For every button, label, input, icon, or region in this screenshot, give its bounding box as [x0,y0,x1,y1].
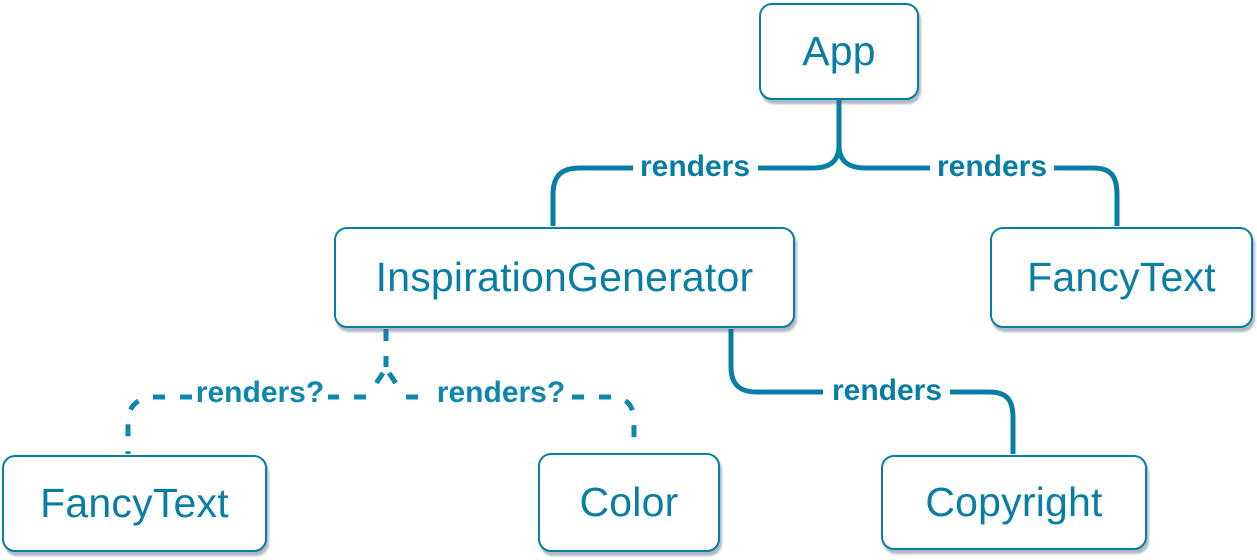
edge-conditional-fork-right [386,371,404,393]
edge-app-to-inspirationgenerator-left-part [550,165,633,226]
edge-inspirationgenerator-to-fancytext-left-part [125,394,192,454]
edge-app-to-inspirationgenerator-right-part [758,100,842,171]
node-copyright-label: Copyright [925,479,1103,525]
node-fancy-text-top-label: FancyText [1027,254,1216,300]
edge-label-inspirationgenerator-fancytext: renders? [195,376,325,409]
node-app-label: App [802,28,876,74]
edge-label-inspirationgenerator-copyright: renders [831,374,943,407]
node-fancy-text-top: FancyText [990,227,1253,328]
edge-label-app-inspirationgenerator: renders [639,150,751,183]
node-fancy-text-bottom-label: FancyText [40,480,229,526]
edge-app-to-fancytext-left-part [836,144,930,171]
edge-inspirationgenerator-to-copyright-left-part [728,329,823,395]
node-color-label: Color [579,479,679,525]
edge-label-app-fancytext: renders [936,150,1048,183]
node-inspiration-generator: InspirationGenerator [334,227,795,328]
node-app: App [759,3,919,100]
node-inspiration-generator-label: InspirationGenerator [375,254,754,300]
edge-inspirationgenerator-to-color-right-part [572,394,637,452]
node-copyright: Copyright [881,455,1147,550]
edge-inspirationgenerator-to-copyright-right-part [950,389,1016,454]
edge-app-to-fancytext-right-part [1054,165,1120,226]
node-color: Color [538,453,720,552]
edge-label-inspirationgenerator-color: renders? [436,376,566,409]
node-fancy-text-bottom: FancyText [2,455,267,552]
edge-conditional-fork-left [368,371,386,393]
